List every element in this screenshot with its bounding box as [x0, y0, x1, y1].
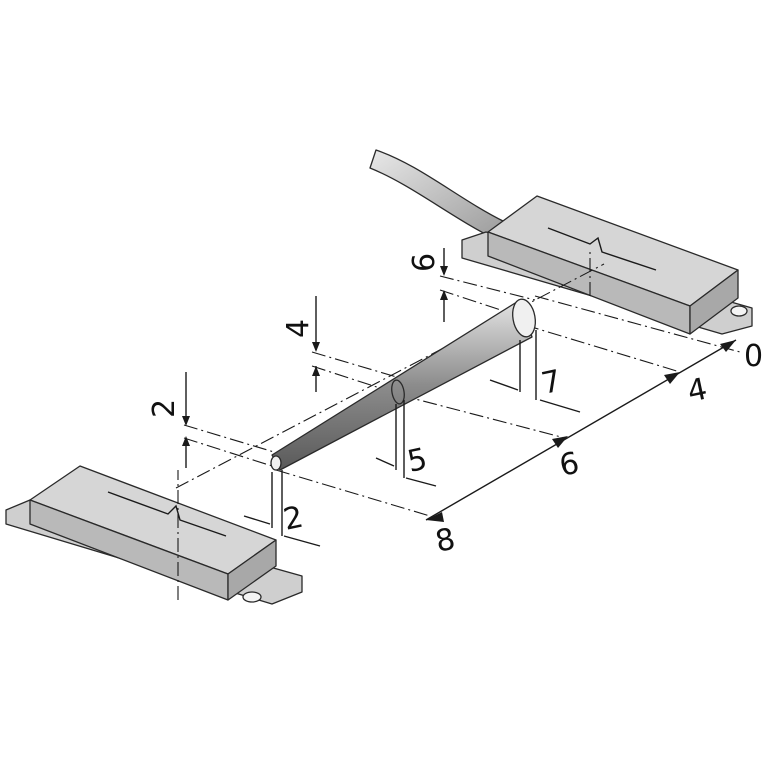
cone-mid-section — [391, 379, 405, 405]
tolerance-dimensions — [182, 248, 448, 468]
tolerance-label-far: 6 — [407, 253, 442, 272]
distance-axis — [425, 339, 737, 522]
labels: 0 4 6 8 6 4 2 7 5 2 — [147, 253, 763, 560]
tolerance-label-near: 2 — [147, 399, 182, 418]
sensor-reed-symbol — [547, 227, 657, 271]
width-dimensions — [243, 330, 581, 547]
distance-label-0: 0 — [744, 339, 763, 374]
cone-far-end — [512, 298, 536, 338]
actuation-cone — [270, 298, 536, 471]
magnet-housing — [5, 465, 303, 605]
distance-label-8: 8 — [432, 522, 458, 560]
arrow-8 — [426, 512, 444, 522]
distance-label-4: 4 — [684, 372, 710, 410]
cone-near-end — [270, 455, 282, 471]
width-label-far: 7 — [538, 364, 564, 402]
sensor-housing — [369, 149, 753, 335]
tolerance-label-mid: 4 — [281, 319, 316, 338]
cable-icon — [369, 149, 506, 241]
magnet-side-face — [227, 539, 277, 601]
width-label-mid: 5 — [404, 442, 430, 480]
arrow-6 — [552, 436, 568, 448]
arrow-0 — [720, 340, 736, 352]
distance-label-6: 6 — [556, 446, 582, 484]
magnet-reed-symbol — [107, 491, 227, 537]
sensor-mount-hole — [730, 305, 748, 317]
magnet-mount-hole — [242, 591, 262, 603]
sensor-side-face — [689, 269, 739, 335]
arrow-4 — [664, 372, 680, 384]
width-label-near: 2 — [280, 500, 306, 538]
